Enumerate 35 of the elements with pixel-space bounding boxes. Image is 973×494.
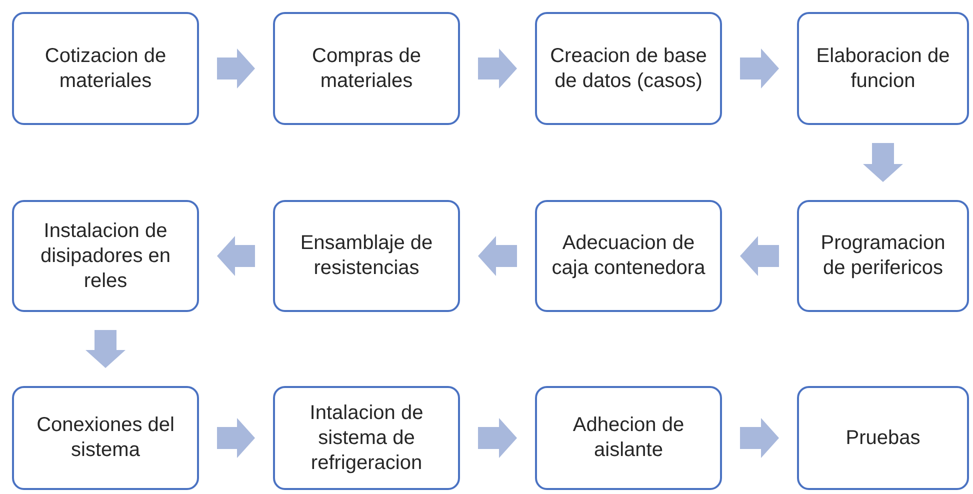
process-box: [797, 12, 969, 125]
block-arrow: [478, 418, 517, 458]
step-label: Cotizacion de materiales: [44, 44, 168, 94]
process-box: [535, 200, 722, 312]
block-arrow: [478, 48, 517, 88]
process-box: [797, 386, 969, 490]
step-label: Pruebas: [846, 426, 920, 450]
step-label: Conexiones del sistema: [36, 413, 176, 463]
process-box: [797, 200, 969, 312]
process-box: [12, 12, 199, 125]
block-arrow: [217, 236, 255, 276]
step-label: Creacion de base de datos (casos): [549, 44, 708, 94]
block-arrow: [217, 418, 255, 458]
process-box: [273, 386, 460, 490]
step-label: Instalacion de disipadores en reles: [39, 218, 172, 294]
block-arrow: [478, 236, 517, 276]
block-arrow: [86, 330, 126, 368]
block-arrow: [863, 143, 903, 182]
process-box: [12, 200, 199, 312]
step-label: Adecuacion de caja contenedora: [550, 231, 706, 281]
process-box: [535, 12, 722, 125]
process-box: [273, 12, 460, 125]
block-arrow: [217, 48, 255, 88]
step-label: Adhecion de aislante: [572, 413, 686, 463]
block-arrow: [740, 418, 779, 458]
step-label: Compras de materiales: [311, 44, 422, 94]
step-label: Programacion de perifericos: [820, 231, 946, 281]
step-label: Intalacion de sistema de refrigeracion: [308, 400, 424, 476]
process-box: [12, 386, 199, 490]
block-arrow: [740, 48, 779, 88]
step-label: Ensamblaje de resistencias: [299, 231, 434, 281]
step-label: Elaboracion de funcion: [815, 44, 951, 94]
process-box: [273, 200, 460, 312]
process-box: [535, 386, 722, 490]
block-arrow: [740, 236, 779, 276]
